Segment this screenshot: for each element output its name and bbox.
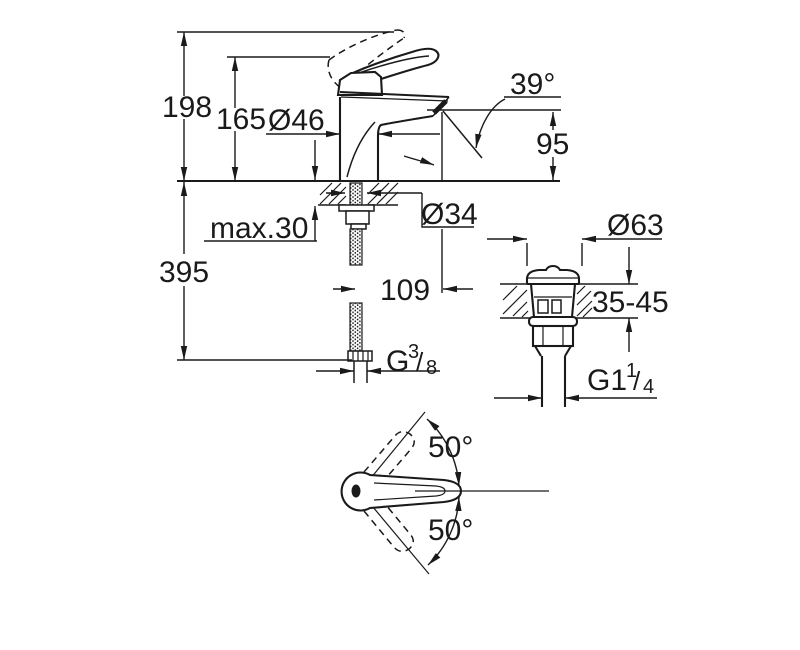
handle-swung-up-dashed (363, 430, 415, 485)
dim-spout-height: 95 (427, 109, 569, 180)
dim-drain-thread-numerator: 1 (626, 360, 637, 382)
handle-top-view: 50° 50° (340, 411, 549, 575)
dim-spout-projection-label: 109 (380, 274, 430, 307)
drain-body (525, 264, 581, 407)
dim-height-to-spout-label: 165 (216, 103, 266, 136)
dim-swing-angle-up-label: 50° (428, 431, 473, 464)
hose-fitting (347, 350, 373, 362)
flow-arrow (403, 155, 435, 166)
dim-flange-diameter-label: Ø63 (607, 209, 664, 242)
faucet-cap (336, 70, 384, 97)
dim-supply-thread-numerator: 3 (408, 341, 419, 363)
mounting-nut (345, 210, 370, 225)
dim-supply-length: 395 (159, 182, 352, 361)
dim-supply-thread-label: G (386, 345, 409, 378)
drain-nut (531, 324, 575, 348)
dim-hole-diameter-label: Ø34 (421, 198, 478, 231)
dim-swing-angle-down-label: 50° (428, 514, 473, 547)
dim-spout-height-label: 95 (536, 128, 569, 161)
dim-deck-thickness-max-label: max.30 (210, 212, 308, 245)
dim-deck-thickness-range: 35-45 (592, 247, 669, 352)
dim-supply-thread: G 3 / 8 (316, 341, 440, 379)
dim-drain-thread-label: G1 (587, 364, 627, 397)
drain-tailpipe (540, 356, 567, 407)
dim-flange-diameter: Ø63 (487, 209, 664, 266)
faucet-body (338, 90, 483, 181)
dim-spout-projection: 109 (333, 112, 473, 307)
faucet-front-view: 198 165 Ø46 39° 95 m (159, 29, 569, 383)
dim-drain-thread-denominator: 4 (643, 376, 654, 398)
dim-total-height-label: 198 (162, 91, 212, 124)
dim-stream-angle: 39° (475, 68, 561, 149)
dim-deck-thickness-max: max.30 (204, 140, 319, 245)
stream-line (442, 110, 483, 159)
supply-hose-assembly (338, 182, 375, 383)
handle-logo-dot (351, 484, 361, 498)
dim-stream-angle-label: 39° (510, 68, 555, 101)
dim-height-to-spout: 165 (216, 56, 330, 181)
dim-supply-thread-denominator: 8 (426, 357, 437, 379)
aerator-band (432, 99, 448, 115)
drain-counter-section (500, 283, 638, 319)
dim-supply-length-label: 395 (159, 256, 209, 289)
dim-body-diameter: Ø46 (266, 104, 440, 138)
dim-supply-thread-slash: / (416, 347, 424, 377)
dim-drain-thread: G1 1 / 4 (494, 360, 657, 402)
drain-detail-view: Ø63 35-45 G1 1 / 4 (487, 209, 669, 407)
dim-hole-diameter: Ø34 (326, 189, 478, 231)
swing-arc-up (426, 418, 462, 487)
swing-arc-down (427, 496, 462, 566)
dim-drain-thread-slash: / (633, 366, 641, 396)
dim-body-diameter-label: Ø46 (268, 104, 325, 137)
handle-swung-down-dashed (363, 498, 414, 553)
dim-total-height: 198 (162, 31, 394, 181)
dim-deck-thickness-range-label: 35-45 (592, 286, 669, 319)
